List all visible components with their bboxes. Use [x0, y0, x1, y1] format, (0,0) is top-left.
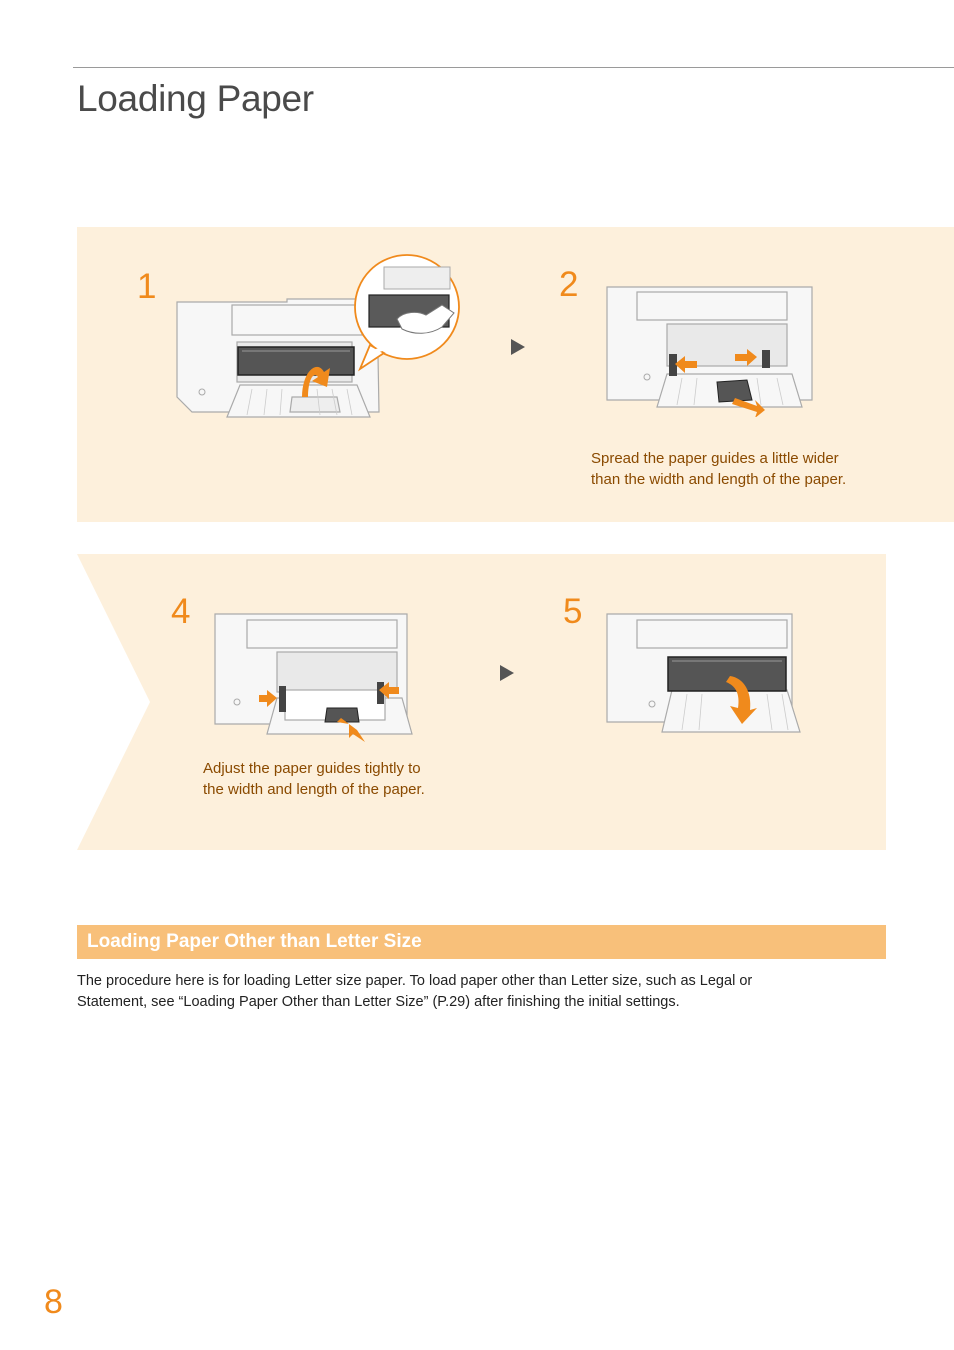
- header-rule: [73, 67, 954, 68]
- step-number-2: 2: [559, 265, 579, 304]
- page-title: Loading Paper: [77, 78, 314, 119]
- page-number: 8: [44, 1283, 63, 1321]
- step-2-caption: Spread the paper guides a little wider t…: [591, 449, 931, 490]
- step-number-4: 4: [171, 592, 191, 631]
- step-4-caption-line: the width and length of the paper.: [203, 780, 425, 798]
- step-4-caption: Adjust the paper guides tightly to the w…: [203, 759, 503, 800]
- next-arrow-icon: [500, 665, 514, 681]
- step-5-illustration: [606, 613, 801, 733]
- step-2-caption-line: Spread the paper guides a little wider: [591, 450, 839, 467]
- step-2-caption-line: than the width and length of the paper.: [591, 470, 847, 488]
- section-body-line: Statement, see “Loading Paper Other than…: [77, 993, 680, 1010]
- step-number-1: 1: [137, 267, 157, 306]
- step-number-5: 5: [563, 592, 583, 631]
- section-title: Loading Paper Other than Letter Size: [87, 931, 422, 952]
- steps-panel-bottom: 4 Adjust the paper guides tightly to the…: [77, 554, 886, 850]
- next-arrow-icon: [511, 339, 525, 355]
- step-2-illustration: [606, 286, 813, 417]
- section-body: The procedure here is for loading Letter…: [77, 971, 877, 1012]
- section-body-line: The procedure here is for loading Letter…: [77, 973, 753, 989]
- step-4-illustration: [214, 613, 413, 742]
- step-4-caption-line: Adjust the paper guides tightly to: [203, 760, 421, 777]
- steps-panel-top: 1 2: [77, 227, 954, 522]
- step-1-illustration: [176, 254, 460, 418]
- section-header-bar: Loading Paper Other than Letter Size: [77, 925, 886, 959]
